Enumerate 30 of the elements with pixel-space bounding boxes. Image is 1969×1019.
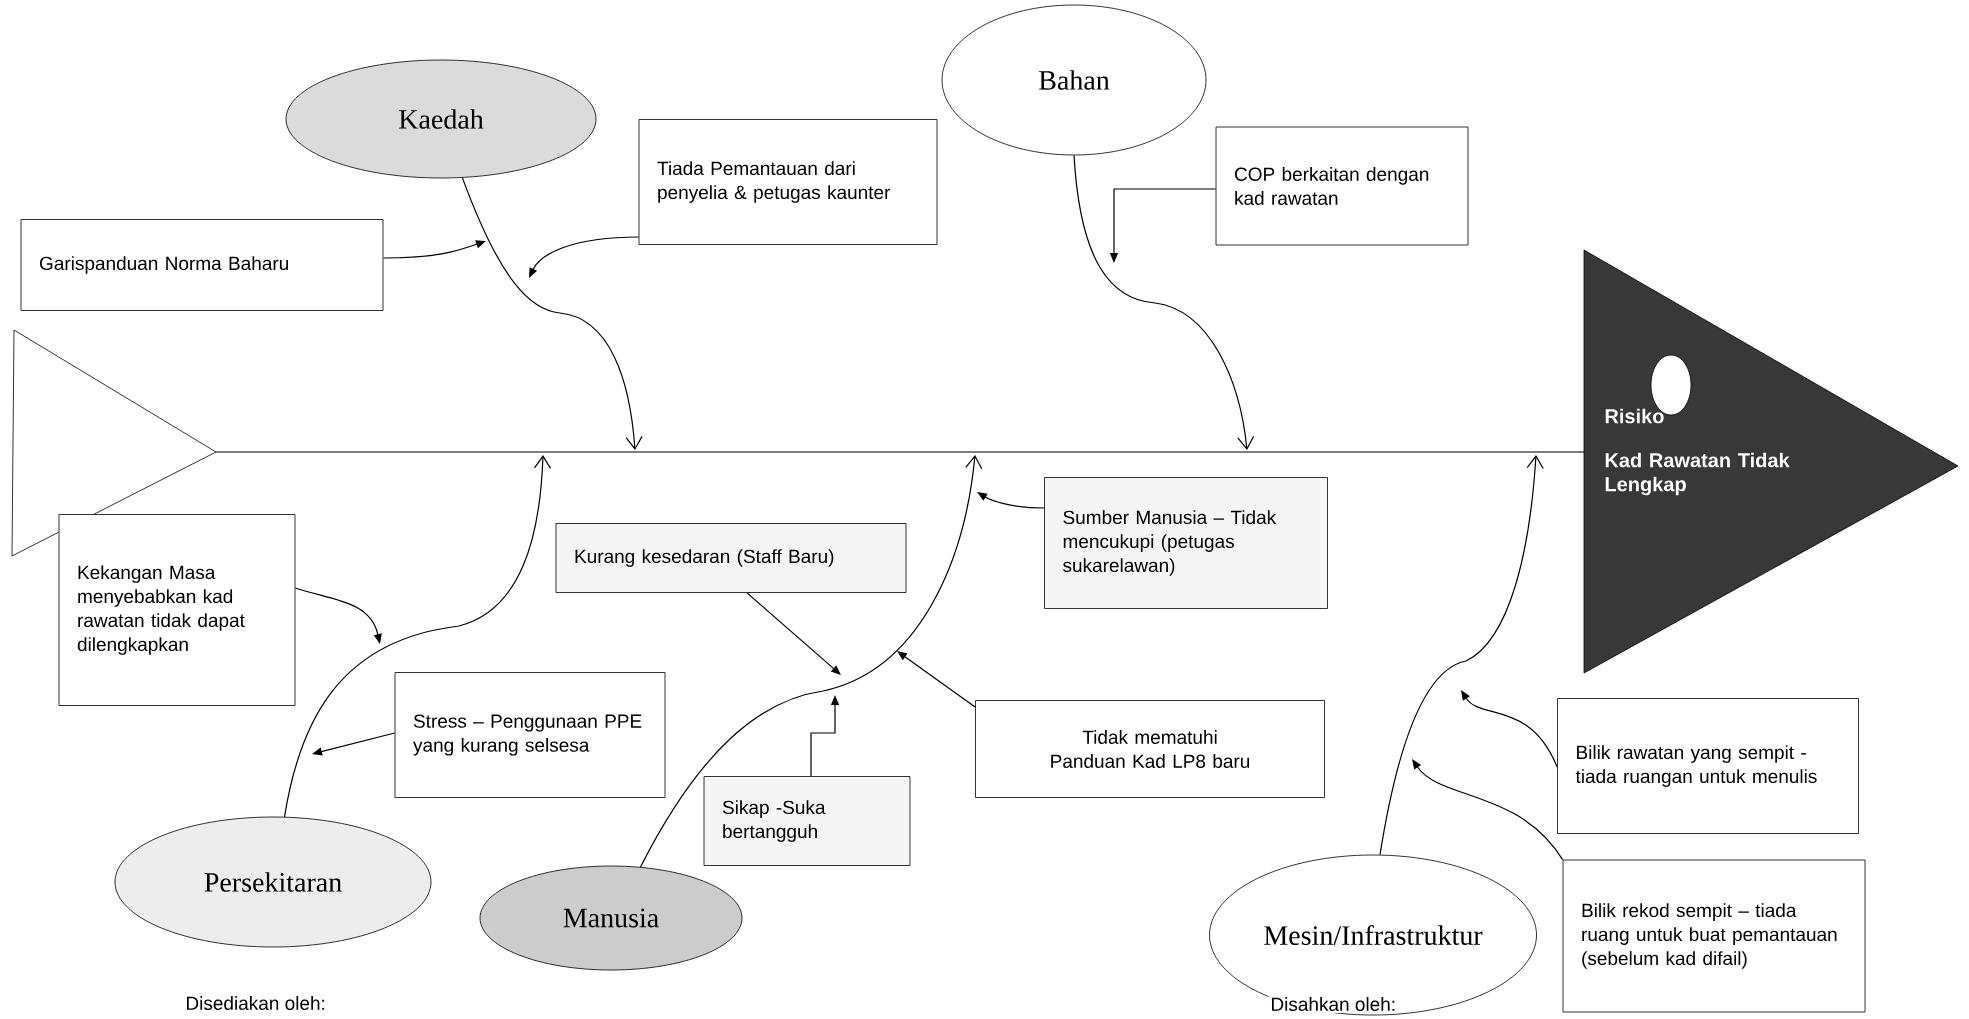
arrow — [312, 732, 396, 756]
cause-box: COP berkaitan dengan kad rawatan — [1215, 126, 1469, 246]
arrow — [977, 492, 1045, 509]
cause-box: Bilik rawatan yang sempit -tiada ruangan untuk menulis — [1557, 698, 1859, 834]
arrow — [1412, 759, 1564, 861]
bone-arrow — [1379, 455, 1544, 856]
cause-box: Stress – Penggunaan PPE yang kurang selsesa — [394, 672, 666, 798]
cause-box: Sikap -Suka bertangguh — [703, 776, 911, 866]
cause-box: Tiada Pemantauan dari penyelia & petugas kaunter — [638, 119, 938, 245]
tail-triangle — [11, 329, 217, 557]
cause-box: Sumber Manusia – Tidak mencukupi (petugas sukarelawan) — [1044, 477, 1328, 609]
head-triangle: Risiko Kad Rawatan Tidak Lengkap — [1583, 249, 1959, 674]
cause-box: Garispanduan Norma Baharu — [20, 219, 384, 311]
cause-box: Bilik rekod sempit – tiada ruang untuk buat pemantauan (sebelum kad difail) — [1562, 859, 1866, 1013]
bone-arrow — [283, 455, 552, 818]
arrow — [897, 651, 976, 708]
bone-arrow — [1073, 154, 1255, 450]
arrow — [294, 587, 382, 644]
arrow — [1461, 690, 1558, 768]
cause-box: Tidak mematuhi Panduan Kad LP8 baru — [975, 700, 1325, 798]
arrow — [746, 592, 841, 675]
spine-line — [215, 451, 1585, 453]
arrow — [529, 236, 640, 278]
footer-text: Disahkan oleh: — [1268, 995, 1399, 1013]
cause-box: Kekangan Masa menyebabkan kad rawatan tidak dapat dilengkapkan — [58, 514, 296, 706]
bone-arrow — [639, 455, 983, 868]
cause-box: Kurang kesedaran (Staff Baru) — [555, 523, 907, 593]
bone-arrow — [461, 177, 643, 450]
footer-text: Disediakan oleh: — [183, 994, 328, 1012]
arrow — [382, 240, 486, 259]
